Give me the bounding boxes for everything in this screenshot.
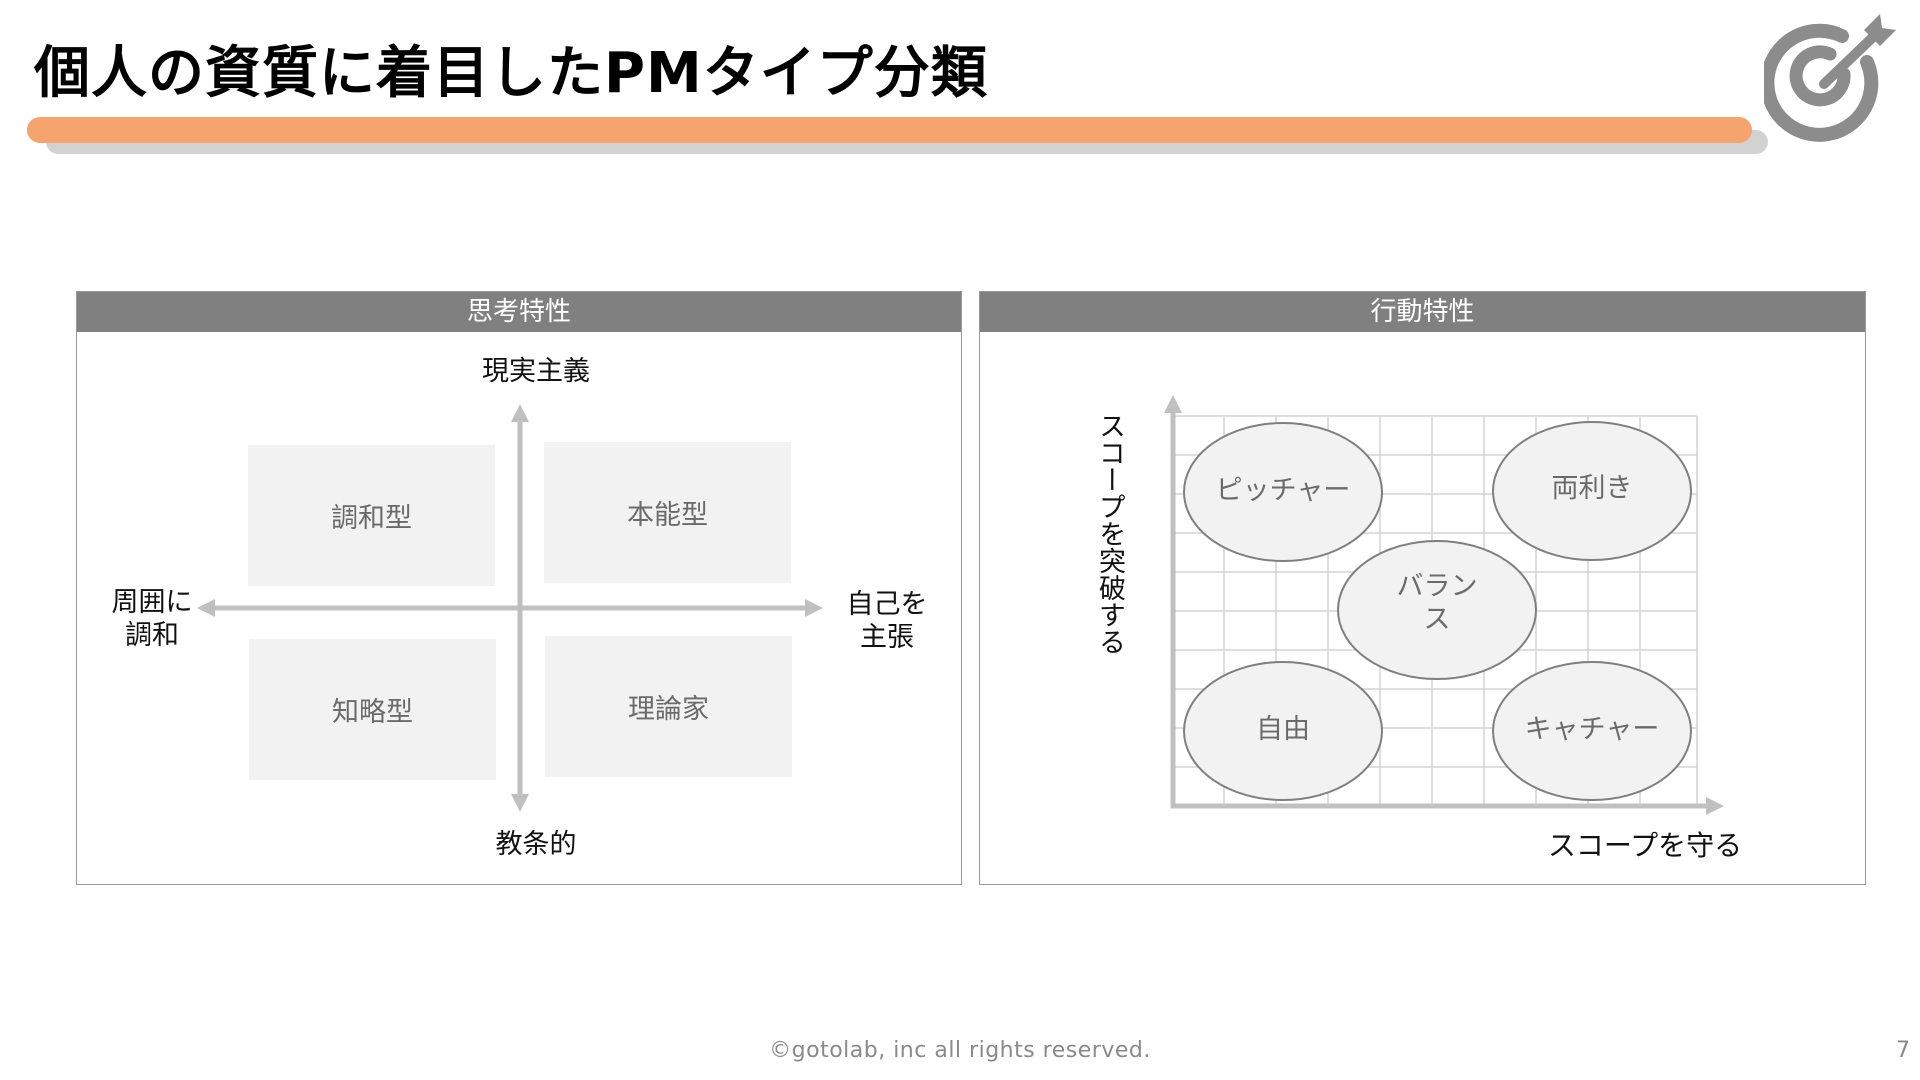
thinking-axes (197, 404, 823, 812)
y-axis-label: スコープを突破する (1094, 412, 1125, 655)
quadrant-harmony-type: 調和型 (248, 445, 495, 586)
ellipse-free (1183, 661, 1383, 801)
ellipse-ambidextrous (1492, 421, 1692, 561)
x-axis-label: スコープを守る (1547, 829, 1743, 862)
title-underline-bar (27, 117, 1752, 143)
axis-label-realism: 現実主義 (482, 356, 590, 387)
ellipse-catcher (1492, 661, 1692, 801)
page-title: 個人の資質に着目したPMタイプ分類 (34, 41, 988, 106)
axis-label-dogmatic: 教条的 (495, 829, 577, 860)
page-number: 7 (1896, 1038, 1910, 1063)
ellipse-label-free: 自由 (1256, 714, 1310, 745)
axis-label-assertive: 自己を 主張 (846, 589, 928, 653)
ellipse-label-balance: バラン ス (1396, 571, 1478, 635)
quadrant-strategist-type: 知略型 (249, 639, 496, 780)
copyright-footer: ©gotolab, inc all rights reserved. (769, 1038, 1151, 1063)
thinking-traits-header: 思考特性 (77, 292, 961, 332)
axis-label-harmony: 周囲に 調和 (111, 587, 193, 651)
behavior-grid-chart (1164, 395, 1724, 815)
ellipse-pitcher (1183, 422, 1383, 562)
quadrant-instinct-type: 本能型 (544, 442, 791, 583)
ellipse-label-catcher: キャチャー (1524, 714, 1660, 745)
thinking-traits-panel: 思考特性 現実主義 教条的 周囲に 調和 自己を 主張 調和型 本能型 知略型 … (76, 291, 962, 885)
ellipse-label-ambidextrous: 両利き (1551, 473, 1633, 504)
ellipse-balance (1337, 540, 1537, 680)
behavior-traits-panel: 行動特性 スコープを突破する スコープを守る (979, 291, 1866, 885)
ellipse-label-pitcher: ピッチャー (1215, 475, 1351, 506)
target-arrow-icon (1764, 14, 1896, 142)
quadrant-theorist-type: 理論家 (545, 636, 792, 777)
behavior-traits-header: 行動特性 (980, 292, 1865, 332)
